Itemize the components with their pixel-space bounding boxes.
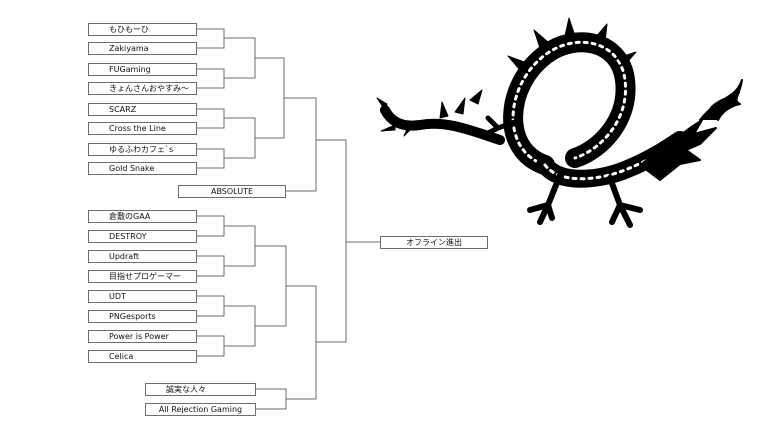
team-slot[interactable]: もひもーひ xyxy=(88,23,197,36)
team-slot[interactable]: Cross the Line xyxy=(88,122,197,135)
team-slot[interactable]: Gold Snake xyxy=(88,162,197,175)
team-slot[interactable]: 目指せプロゲーマー xyxy=(88,270,197,283)
team-slot[interactable]: FUGaming xyxy=(88,63,197,76)
team-slot[interactable]: ゆるふわカフェ`s xyxy=(88,143,197,156)
team-slot[interactable]: Celica xyxy=(88,350,197,363)
seed-team-slot[interactable]: ABSOLUTE xyxy=(178,185,286,198)
team-slot[interactable]: きょんさんおやすみ〜 xyxy=(88,82,197,95)
team-slot[interactable]: PNGesports xyxy=(88,310,197,323)
team-slot[interactable]: Updraft xyxy=(88,250,197,263)
final-slot[interactable]: オフライン進出 xyxy=(380,236,488,249)
team-slot[interactable]: DESTROY xyxy=(88,230,197,243)
team-slot[interactable]: SCARZ xyxy=(88,103,197,116)
team-slot[interactable]: All Rejection Gaming xyxy=(145,403,256,416)
team-slot[interactable]: 誠実な人々 xyxy=(145,383,256,396)
team-slot[interactable]: Power is Power xyxy=(88,330,197,343)
team-slot[interactable]: UDT xyxy=(88,290,197,303)
team-slot[interactable]: Zakiyama xyxy=(88,42,197,55)
team-slot[interactable]: 倉敷のGAA xyxy=(88,210,197,223)
